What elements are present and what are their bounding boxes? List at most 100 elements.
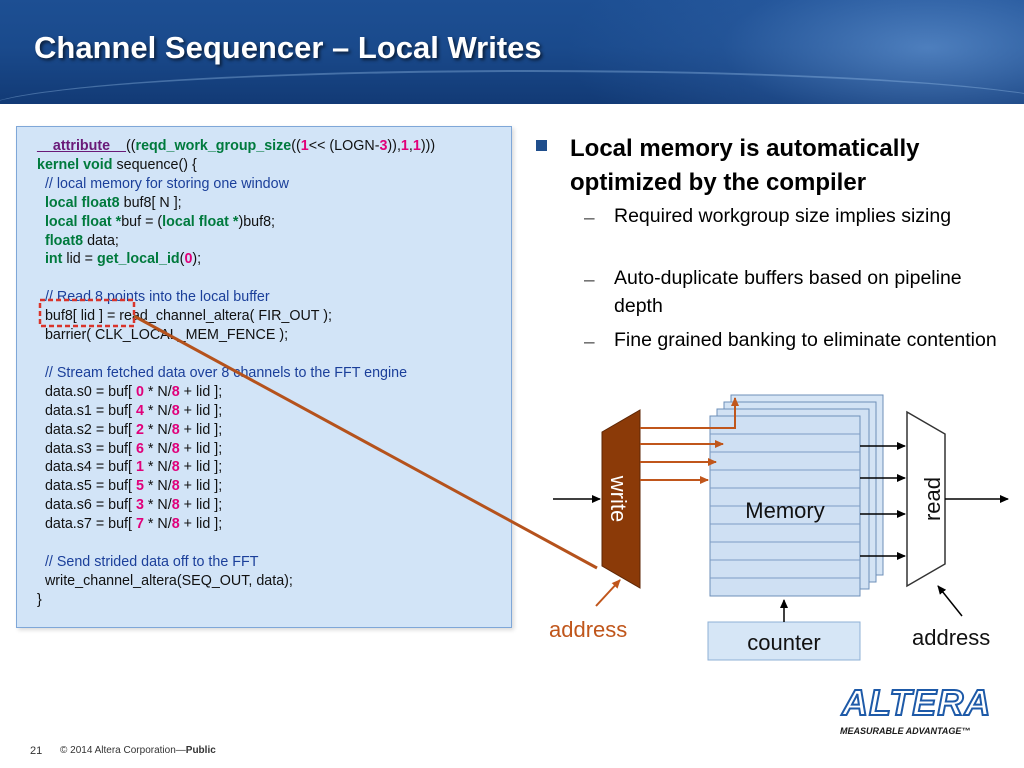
code-token: )), (387, 138, 401, 154)
code-token: buf8[ lid ] = read_channel_altera( FIR_O… (44, 308, 332, 325)
logo-tagline: MEASURABLE ADVANTAGE™ (840, 726, 971, 736)
code-token: * N/ (143, 421, 172, 438)
code-token: 3 (135, 497, 144, 514)
code-token: 8 (171, 497, 180, 514)
code-token: reqd_work_group_size (135, 138, 292, 154)
code-line: __attribute__((reqd_work_group_size((1<<… (37, 138, 435, 154)
code-comment: // Read 8 points into the local buffer (44, 289, 270, 306)
code-token: * N/ (143, 478, 172, 495)
code-token: , (408, 138, 413, 154)
code-token: + lid ]; (179, 440, 223, 457)
code-line: // Send strided data off to the FFT (37, 553, 259, 570)
code-line: data.s0 = buf[ 0 * N/8 + lid ]; (37, 384, 222, 400)
counter-label: counter (747, 630, 820, 655)
slide-header: Channel Sequencer – Local Writes (0, 0, 1024, 104)
copyright-text: © 2014 Altera Corporation— (60, 745, 186, 756)
memory-label: Memory (745, 498, 824, 523)
code-token: 8 (171, 478, 180, 495)
dash-2: – (584, 270, 595, 291)
code-token: (( (291, 138, 301, 154)
code-line: barrier( CLK_LOCAL_MEM_FENCE ); (37, 327, 288, 343)
code-comment: // local memory for storing one window (44, 175, 289, 192)
dash-3: – (584, 332, 595, 353)
code-line: local float *buf = (local float *)buf8; (37, 214, 275, 230)
public-label: Public (185, 745, 216, 756)
code-line: write_channel_altera(SEQ_OUT, data); (37, 573, 293, 589)
slide-number: 21 (30, 745, 43, 757)
code-line: // Stream fetched data over 8 channels t… (37, 365, 407, 381)
code-token: + lid ]; (179, 421, 223, 438)
code-token: * N/ (143, 497, 172, 514)
code-comment: // Stream fetched data over 8 channels t… (44, 364, 408, 381)
code-token: get_local_id (97, 251, 180, 268)
code-token: barrier( CLK_LOCAL_MEM_FENCE ); (44, 327, 289, 344)
code-line: data.s4 = buf[ 1 * N/8 + lid ]; (37, 459, 222, 475)
code-token: } (37, 591, 42, 608)
logo-wordmark: ALTERA (841, 681, 992, 724)
code-line: float8 data; (37, 233, 119, 249)
code-token: 0 (184, 251, 193, 268)
code-token: local float8 (44, 194, 120, 211)
code-token: data.s3 = buf[ (44, 440, 136, 457)
copyright: © 2014 Altera Corporation—Public (60, 745, 216, 756)
bullet-square-icon (536, 140, 547, 151)
code-line: data.s7 = buf[ 7 * N/8 + lid ]; (37, 516, 222, 532)
code-token: << (LOGN- (308, 138, 380, 154)
code-token: data.s4 = buf[ (44, 459, 136, 476)
code-token: * N/ (143, 459, 172, 476)
code-token: 2 (135, 421, 144, 438)
code-listing: __attribute__((reqd_work_group_size((1<<… (37, 137, 435, 610)
memory-to-read-arrows (860, 442, 906, 560)
code-token: 1 (135, 459, 144, 476)
code-token: * N/ (143, 383, 172, 400)
code-token: + lid ]; (179, 478, 223, 495)
code-line: kernel void sequence() { (37, 157, 197, 173)
code-token: 4 (135, 402, 144, 419)
code-token: 1 (300, 138, 309, 154)
altera-logo: ALTERA MEASURABLE ADVANTAGE™ (838, 681, 998, 742)
read-label: read (920, 477, 945, 521)
code-token: * N/ (143, 516, 172, 533)
code-token: data.s2 = buf[ (44, 421, 136, 438)
code-comment: // Send strided data off to the FFT (44, 553, 259, 570)
sub-bullet-1: Required workgroup size implies sizing (614, 205, 952, 227)
code-token: 1 (400, 138, 409, 154)
main-bullet-text: Local memory is automatically optimized … (570, 135, 920, 196)
sub-bullet-3: Fine grained banking to eliminate conten… (614, 329, 997, 351)
code-token: lid = (66, 251, 94, 268)
code-token: 8 (171, 421, 180, 438)
sub-bullet-2: Auto-duplicate buffers based on pipeline… (614, 267, 962, 317)
code-token: data.s6 = buf[ (44, 497, 136, 514)
code-token: ); (192, 251, 202, 268)
code-token: data.s7 = buf[ (44, 516, 136, 533)
code-token: + lid ]; (179, 402, 223, 419)
dash-1: – (584, 208, 595, 229)
header-curve (0, 70, 1024, 104)
code-line: buf8[ lid ] = read_channel_altera( FIR_O… (37, 308, 332, 324)
code-token: data.s5 = buf[ (44, 478, 136, 495)
code-line: data.s1 = buf[ 4 * N/8 + lid ]; (37, 403, 222, 419)
code-token: 5 (135, 478, 144, 495)
code-token: 0 (135, 383, 144, 400)
code-token: kernel (37, 156, 80, 173)
code-token: 3 (379, 138, 388, 154)
write-to-memory-arrows (640, 397, 739, 484)
code-token: sequence() { (116, 156, 197, 173)
code-token: buf8[ N ]; (123, 194, 182, 211)
address-right-arrow (937, 585, 963, 617)
code-token: 8 (171, 440, 180, 457)
counter-box (707, 621, 861, 661)
code-token: data.s1 = buf[ (44, 402, 136, 419)
code-token: 8 (171, 383, 180, 400)
code-line: } (37, 592, 42, 608)
read-mux (906, 410, 946, 588)
code-line: data.s5 = buf[ 5 * N/8 + lid ]; (37, 478, 222, 494)
code-token: * N/ (143, 402, 172, 419)
code-token: * N/ (143, 440, 172, 457)
write-label: write (606, 475, 631, 522)
code-token: int (44, 251, 63, 268)
memory-stack (709, 394, 884, 597)
code-token: 8 (171, 459, 180, 476)
code-token: + lid ]; (179, 459, 223, 476)
code-token: 1 (412, 138, 421, 154)
